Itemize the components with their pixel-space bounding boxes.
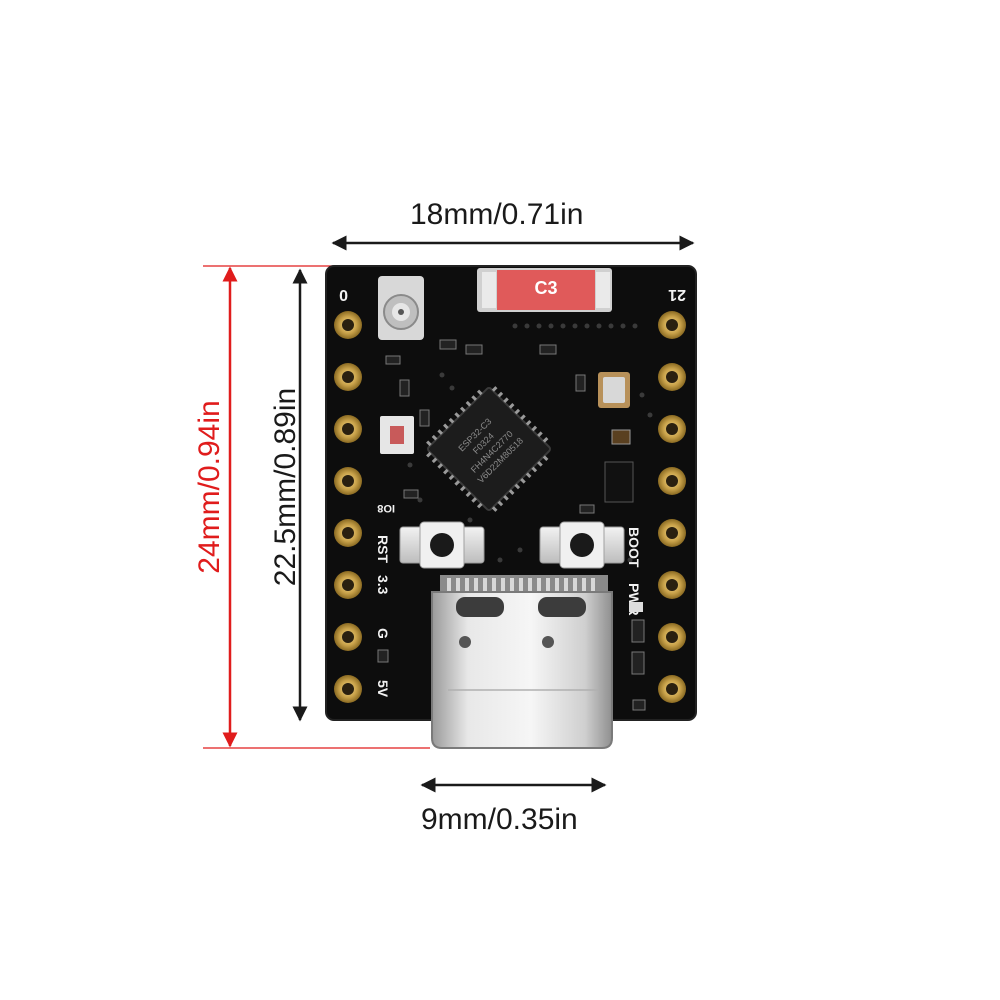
label-3v3: 3.3 bbox=[375, 575, 391, 595]
label-gnd: G bbox=[375, 628, 391, 639]
board-width-label: 18mm/0.71in bbox=[410, 198, 584, 231]
smd-components bbox=[377, 339, 646, 711]
antenna-cap-label: C3 bbox=[534, 278, 557, 298]
label-boot: BOOT bbox=[626, 527, 642, 568]
left-pin-pads bbox=[334, 311, 362, 703]
total-height-dimension-arrow bbox=[203, 265, 430, 749]
pin-label-0: 0 bbox=[339, 286, 348, 303]
label-rst: RST bbox=[375, 535, 391, 563]
usb-c-connector bbox=[431, 575, 613, 749]
esp32-c3-chip: ESP32-C3 F0324 FH4N4C2770 V6D22M80518 bbox=[426, 386, 551, 512]
status-led bbox=[380, 416, 414, 454]
pin-label-21: 21 bbox=[668, 286, 686, 303]
crystal-oscillator bbox=[598, 372, 630, 408]
antenna-connector bbox=[378, 276, 424, 340]
ceramic-antenna: C3 bbox=[477, 268, 612, 312]
right-pin-pads bbox=[658, 311, 686, 703]
reset-button bbox=[399, 521, 485, 569]
label-5v: 5V bbox=[375, 680, 391, 698]
power-led bbox=[629, 602, 643, 612]
usb-width-label: 9mm/0.35in bbox=[421, 803, 578, 836]
via-dots bbox=[407, 323, 653, 568]
total-height-label: 24mm/0.94in bbox=[193, 400, 226, 574]
pcb-height-label: 22.5mm/0.89in bbox=[269, 387, 302, 587]
label-io8: IO8 bbox=[377, 502, 395, 514]
boot-button bbox=[539, 521, 625, 569]
esp32-c3-board: C3 0 21 bbox=[325, 265, 697, 749]
